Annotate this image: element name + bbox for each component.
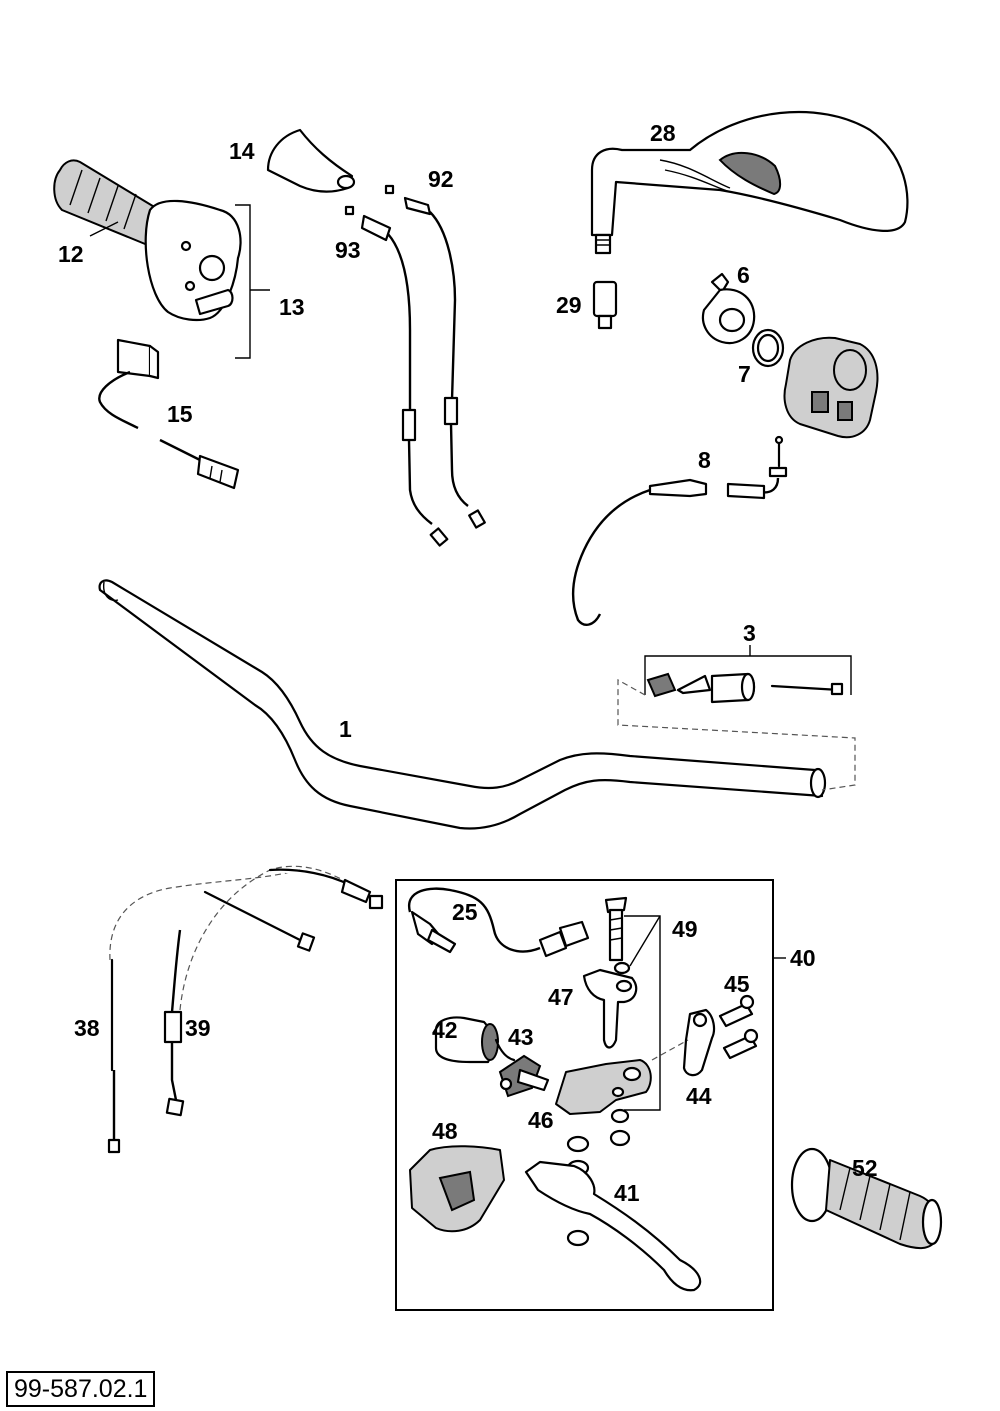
ring-7-part	[751, 328, 785, 368]
callout-25: 25	[452, 899, 478, 925]
arm-47-part	[582, 968, 638, 1049]
callout-46: 46	[528, 1107, 554, 1133]
cover-part	[266, 128, 356, 193]
cable-38-part	[107, 869, 316, 1154]
callout-48: 48	[432, 1118, 458, 1144]
callout-41: 41	[614, 1180, 640, 1206]
callout-12: 12	[58, 241, 84, 267]
callout-38: 38	[74, 1015, 100, 1041]
callout-43: 43	[508, 1024, 534, 1050]
callout-47: 47	[548, 984, 574, 1010]
reservoir-42-part	[434, 1016, 516, 1064]
diagram-reference-code: 99-587.02.1	[6, 1371, 156, 1407]
callout-15: 15	[167, 401, 193, 427]
callout-52: 52	[852, 1155, 878, 1181]
callout-7: 7	[738, 361, 751, 387]
switch-housing-part	[783, 336, 879, 439]
callout-29: 29	[556, 292, 582, 318]
callout-93: 93	[335, 237, 361, 263]
adapter-29-part	[592, 280, 618, 330]
bracket-6-part	[701, 272, 756, 345]
callout-40: 40	[790, 945, 816, 971]
callout-3: 3	[743, 620, 756, 646]
callout-42: 42	[432, 1017, 458, 1043]
cable-8-part	[572, 435, 788, 626]
throttle-cable-93-part	[344, 205, 449, 547]
throttle-cable-92-part	[384, 184, 486, 529]
left-grip-part	[790, 1147, 943, 1250]
bracket-46-part	[555, 1059, 652, 1115]
throttle-grip-part	[53, 159, 270, 359]
callout-6: 6	[737, 262, 750, 288]
callout-1: 1	[339, 716, 352, 742]
callout-14: 14	[229, 138, 255, 164]
clamp-44-part	[651, 1008, 716, 1077]
callout-13: 13	[279, 294, 305, 320]
sensor-25-part	[407, 887, 590, 958]
screw-45-part	[718, 994, 759, 1060]
callout-92: 92	[428, 166, 454, 192]
callout-39: 39	[185, 1015, 211, 1041]
guard-48-part	[409, 1145, 505, 1233]
callout-28: 28	[650, 120, 676, 146]
callout-49: 49	[672, 916, 698, 942]
callout-45: 45	[724, 971, 750, 997]
callout-44: 44	[686, 1083, 712, 1109]
bar-end-kit-part	[617, 645, 856, 791]
handlebar-part	[98, 579, 827, 830]
cable-39-part	[163, 865, 384, 1117]
assembly-frame	[395, 879, 786, 1311]
lever-41-part	[524, 1160, 702, 1292]
callout-8: 8	[698, 447, 711, 473]
mirror-part	[590, 110, 909, 255]
pin-49-part	[604, 896, 661, 1111]
connector-part	[98, 338, 240, 490]
piston-43-part	[498, 1054, 550, 1098]
